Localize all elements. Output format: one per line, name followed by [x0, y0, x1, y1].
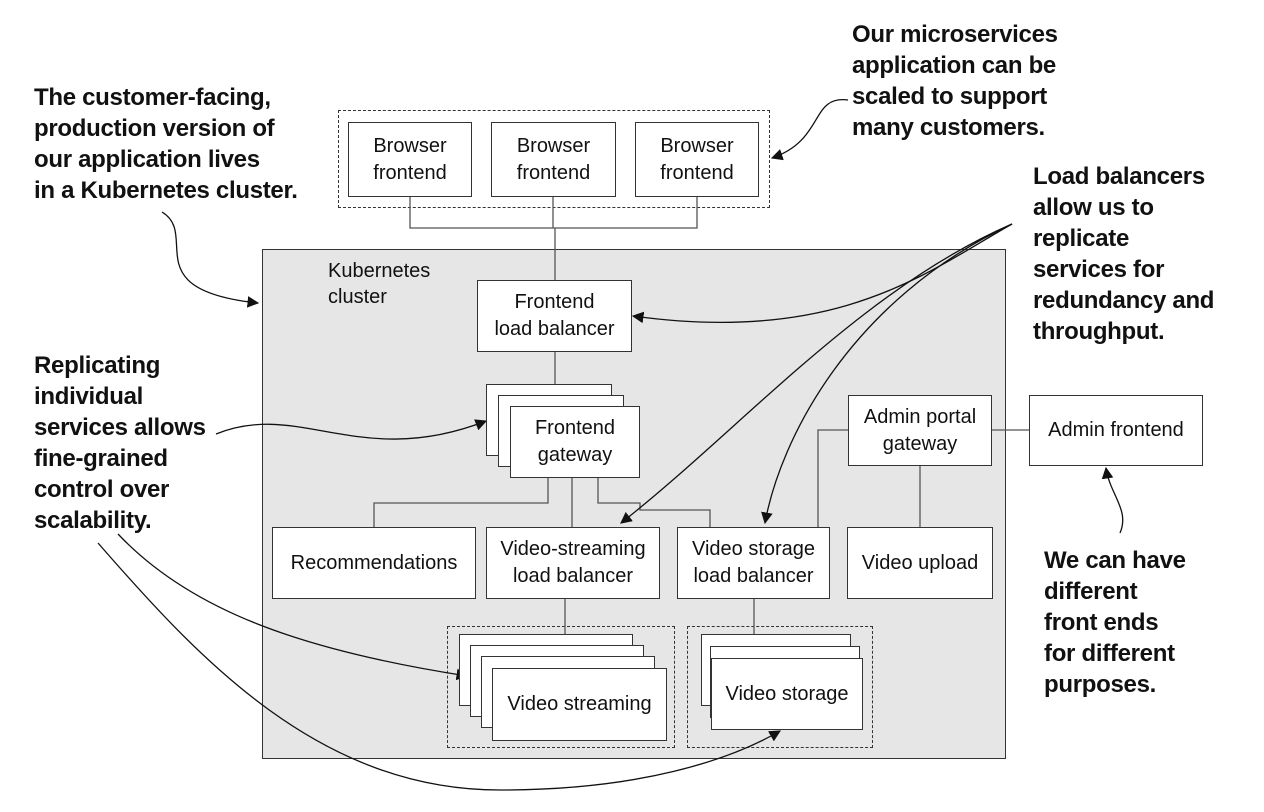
arrow-lb-note-to-storage-lb: [761, 223, 1013, 525]
annotation-customer-facing: The customer-facing, production version …: [34, 84, 298, 204]
video-streaming-load-balancer-box: Video-streaming load balancer: [486, 527, 660, 599]
frontend-gateway-box: Frontend gateway: [510, 406, 640, 478]
video-storage-box: Video storage: [711, 658, 863, 730]
arrow-lb-note-to-frontend-lb: [631, 223, 1013, 324]
video-storage-replica-group: [687, 626, 873, 748]
browser-frontend-box: Browser frontend: [491, 122, 616, 197]
connector-gateway-to-recommendations: [373, 478, 549, 527]
video-streaming-replica-group: [447, 626, 675, 748]
browser-frontend-box: Browser frontend: [635, 122, 759, 197]
recommendations-box: Recommendations: [272, 527, 476, 599]
video-streaming-box: Video streaming: [492, 668, 667, 741]
connector-gateway-to-storage-lb: [597, 478, 711, 527]
frontend-load-balancer-box: Frontend load balancer: [477, 280, 632, 352]
video-storage-load-balancer-box: Video storage load balancer: [677, 527, 830, 599]
arrow-customer-facing-to-cluster: [161, 211, 260, 308]
browser-frontends-group: [338, 110, 770, 208]
connector-browser-frontends-bus: [409, 197, 698, 229]
arrow-replicating-to-video-storage: [97, 542, 782, 791]
browser-frontend-box: Browser frontend: [348, 122, 472, 197]
annotation-different-front-ends: We can have different front ends for dif…: [1044, 547, 1186, 698]
arrow-replicating-to-video-streaming: [117, 533, 469, 681]
kubernetes-cluster-label: Kubernetes cluster: [328, 260, 431, 308]
annotation-replicating: Replicating individual services allows f…: [34, 352, 206, 534]
admin-portal-gateway-box: Admin portal gateway: [848, 395, 992, 466]
arrow-replicating-to-frontend-gateway: [215, 419, 488, 440]
connector-admin-gateway-to-storage-lb: [817, 429, 848, 527]
arrow-lb-note-to-streaming-lb: [620, 223, 1013, 524]
annotation-load-balancers: Load balancers allow us to replicate ser…: [1033, 163, 1215, 345]
arrow-front-ends-note-to-admin-frontend: [1101, 466, 1124, 534]
arrow-microservices-to-browsers: [770, 99, 849, 161]
video-upload-box: Video upload: [847, 527, 993, 599]
annotation-microservices-scaled: Our microservices application can be sca…: [852, 21, 1058, 141]
admin-frontend-box: Admin frontend: [1029, 395, 1203, 466]
